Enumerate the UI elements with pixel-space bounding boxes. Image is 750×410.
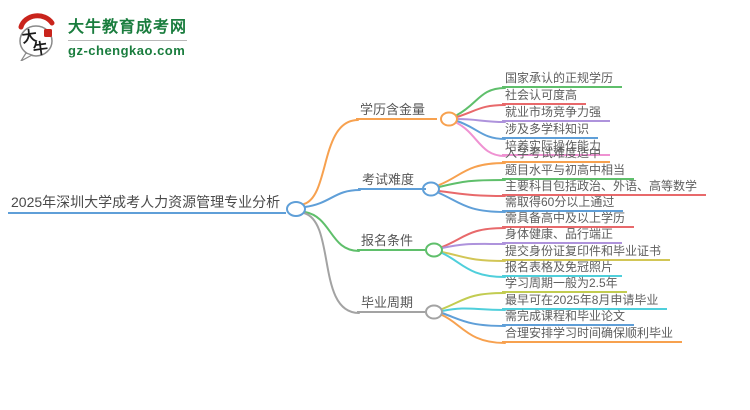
connector-line: [441, 292, 506, 310]
leaf-node: 身体健康、品行端正: [502, 227, 623, 244]
leaf-node: 合理安排学习时间确保顺利毕业: [502, 326, 683, 343]
connector-line: [441, 242, 506, 249]
connector-root-branch2: [304, 189, 361, 208]
connector-line: [456, 118, 506, 123]
logo-char-da: 大: [21, 27, 38, 47]
leaf-node: 入学考试难度适中: [502, 146, 611, 163]
connector-line: [456, 120, 506, 140]
connector-line: [438, 179, 506, 188]
logo-red-seal: [44, 29, 52, 37]
connector-line: [441, 307, 506, 312]
branch-node-4: 毕业周期: [357, 295, 426, 313]
leaf-node: 报名表格及免冠照片: [502, 260, 623, 277]
logo-char-niu: 牛: [32, 39, 49, 59]
mindmap-root-node: 2025年深圳大学成考人力资源管理专业分析: [8, 194, 287, 214]
connector-line: [441, 251, 506, 262]
leaf-node: 社会认可度高: [502, 88, 587, 105]
branch-node-2: 考试难度: [358, 172, 427, 190]
node-circle-root: [286, 201, 306, 217]
connector-line: [438, 192, 506, 213]
leaf-node: 提交身份证复印件和毕业证书: [502, 244, 671, 261]
connector-line: [441, 314, 506, 344]
leaf-node: 涉及多学科知识: [502, 122, 599, 139]
leaf-node: 国家承认的正规学历: [502, 71, 623, 88]
logo-bubble-tail: [20, 52, 34, 61]
leaf-node: 需取得60分以上通过: [502, 195, 624, 212]
leaf-node: 学习周期一般为2.5年: [502, 276, 627, 293]
node-circle-branch4: [425, 304, 443, 320]
node-circle-branch1: [440, 111, 458, 127]
connector-line: [441, 252, 506, 278]
node-circle-branch3: [425, 242, 443, 258]
branch-node-3: 报名条件: [357, 233, 426, 251]
connector-root-branch3: [304, 211, 360, 252]
connector-root-branch1: [303, 119, 359, 205]
connector-line: [456, 104, 506, 118]
site-logo: 大 牛 大牛教育成考网 gz-chengkao.com: [13, 9, 188, 61]
connector-line: [438, 190, 506, 197]
leaf-node: 最早可在2025年8月申请毕业: [502, 293, 668, 310]
leaf-node: 需具备高中及以上学历: [502, 211, 635, 228]
logo-red-arc: [18, 13, 55, 30]
daniu-bull-badge-icon: 大 牛: [18, 13, 55, 61]
leaf-node: 培养实际操作能力: [502, 139, 611, 156]
leaf-node: 就业市场竞争力强: [502, 105, 611, 122]
leaf-node: 需完成课程和毕业论文: [502, 309, 635, 326]
logo-site-name: 大牛教育成考网: [68, 13, 188, 41]
connector-line: [456, 87, 506, 116]
connector-line: [438, 162, 506, 186]
connector-root-branch4: [303, 212, 360, 314]
leaf-node: 主要科目包括政治、外语、高等数学: [502, 179, 707, 196]
connector-line: [441, 227, 506, 248]
connector-line: [456, 122, 506, 157]
leaf-node: 题目水平与初高中相当: [502, 163, 635, 180]
branch-node-1: 学历含金量: [356, 102, 438, 120]
connector-line: [441, 312, 506, 327]
logo-site-url: gz-chengkao.com: [68, 42, 186, 58]
